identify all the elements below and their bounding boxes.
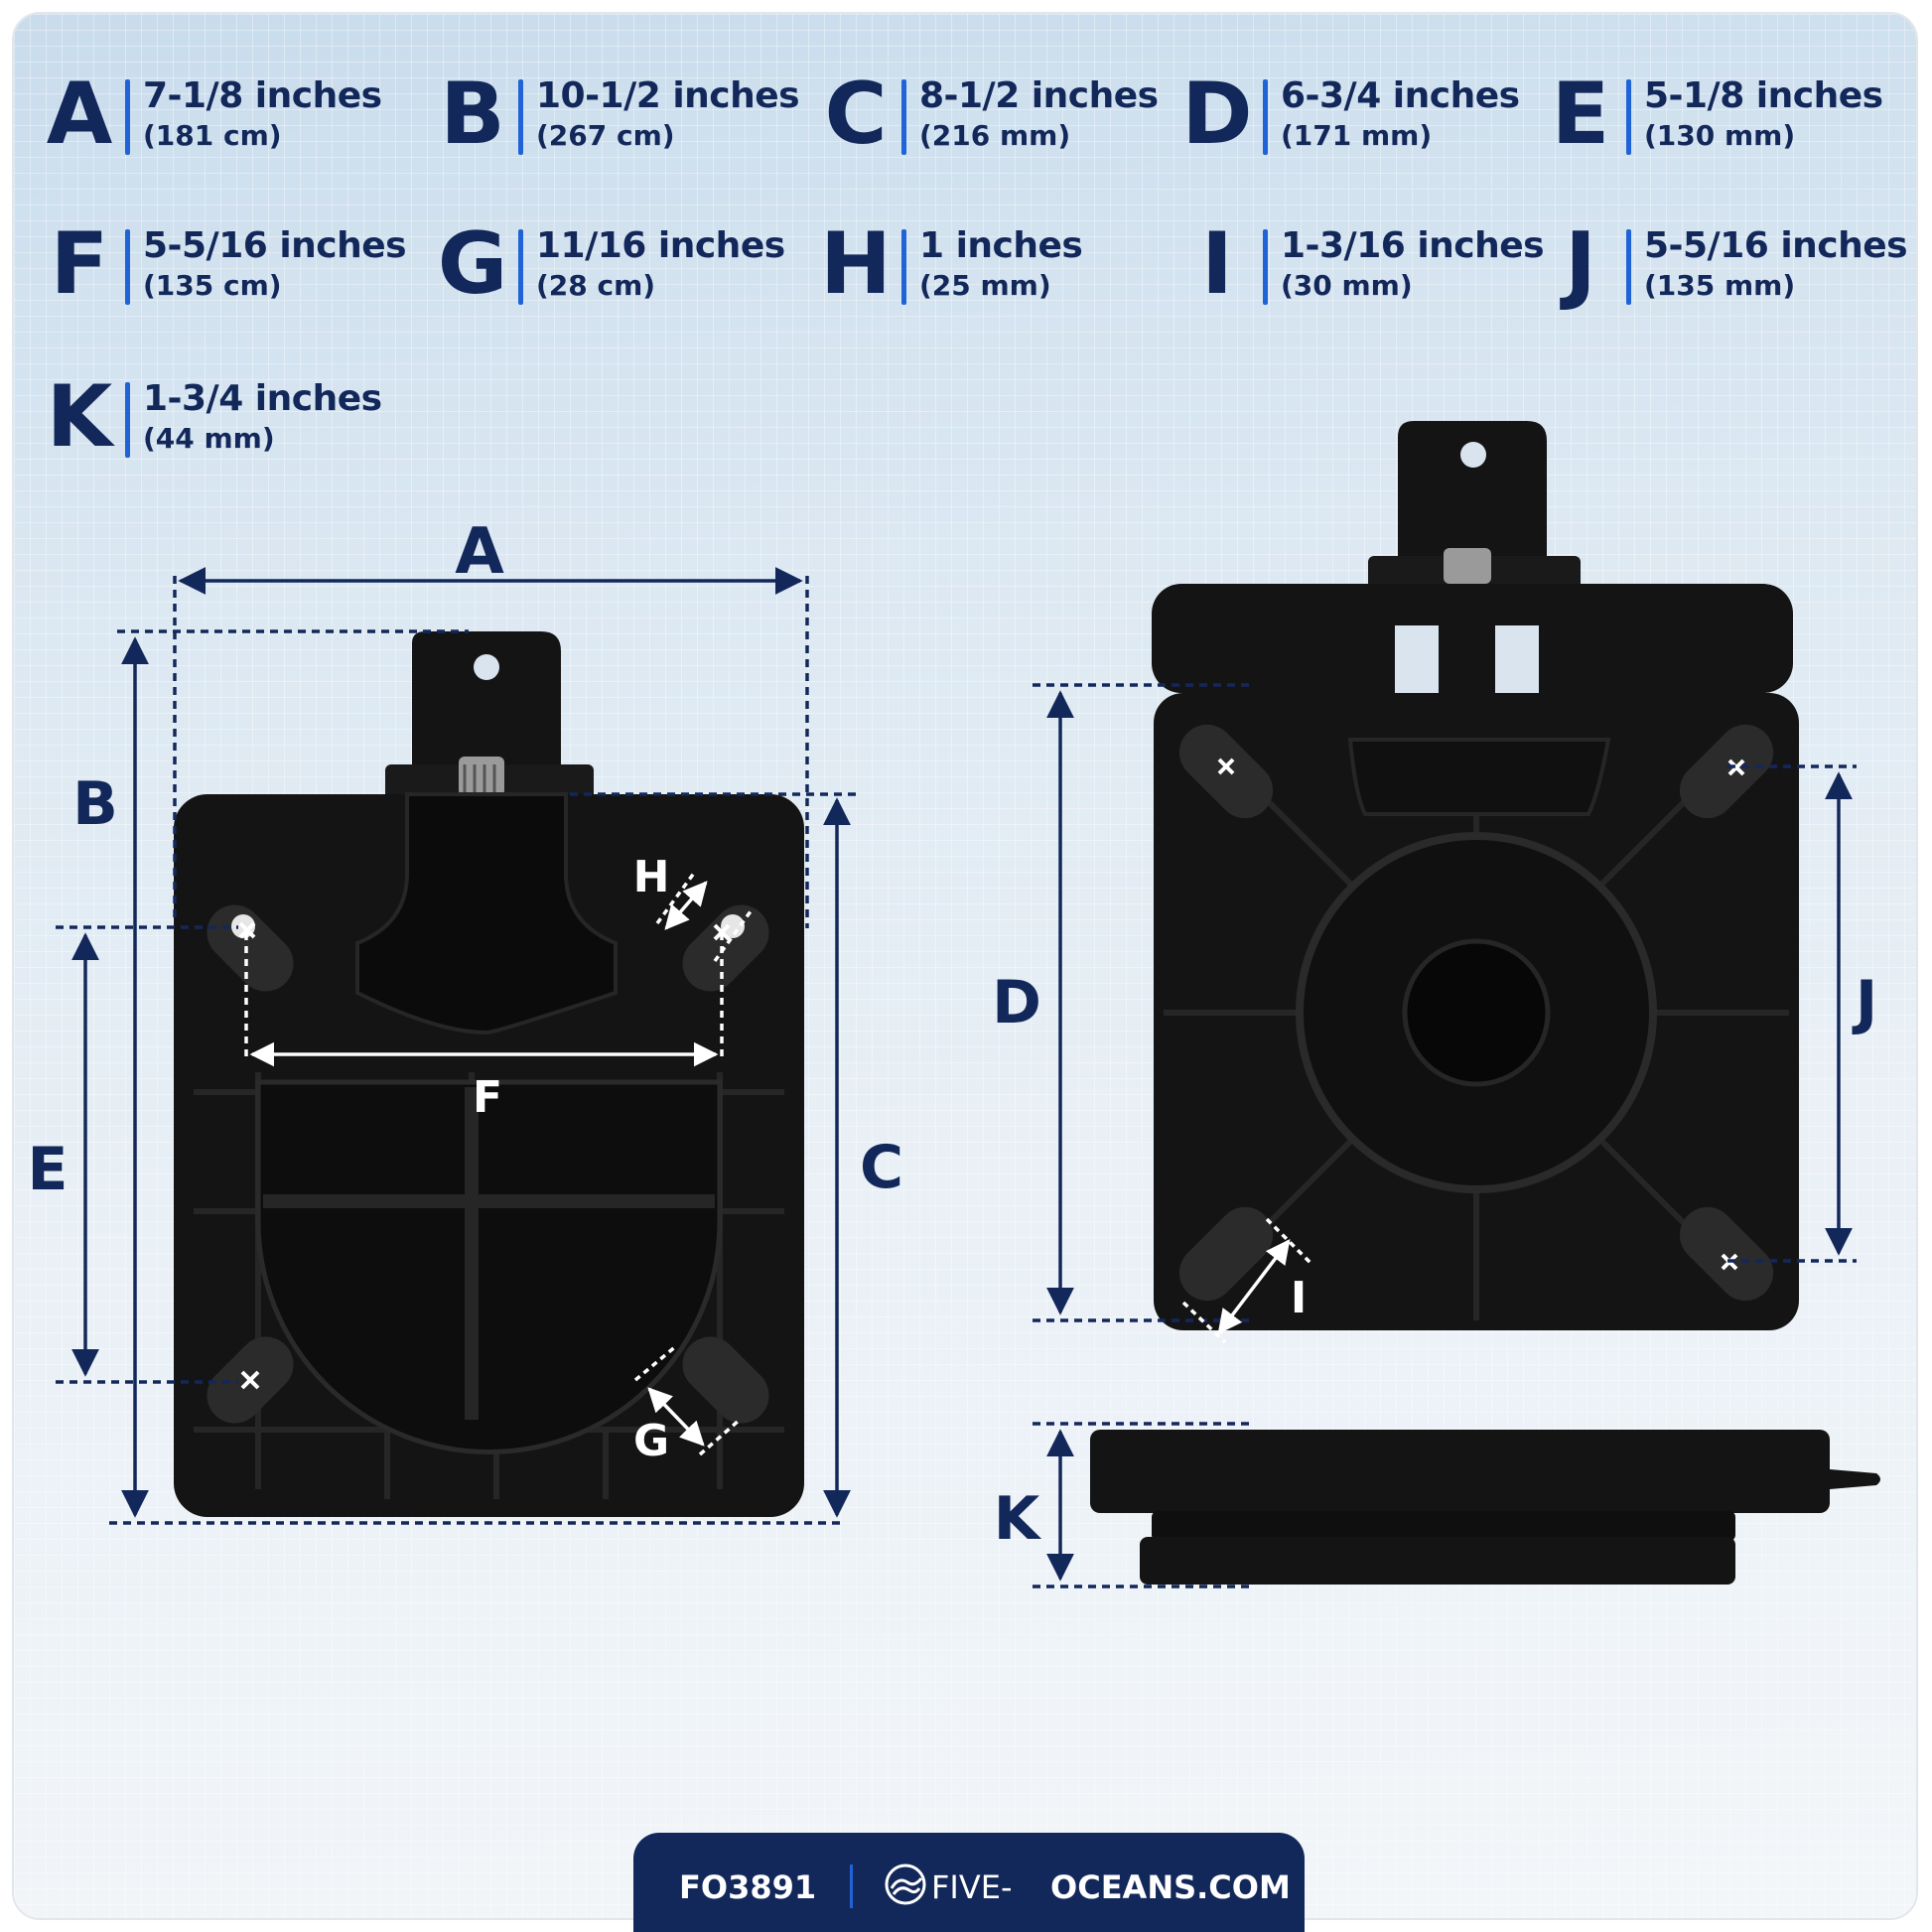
spec-value-imperial: 6-3/4 inches [1281, 75, 1520, 116]
spec-value-metric: (30 mm) [1281, 269, 1413, 302]
spec-value-imperial: 1-3/16 inches [1281, 225, 1545, 266]
dim-label-i: I [1291, 1273, 1307, 1323]
spec-letter: I [1201, 214, 1233, 314]
mounting-hole-x-icon [238, 921, 731, 1390]
spec-value-imperial: 5-5/16 inches [143, 225, 407, 266]
spec-value-metric: (44 mm) [143, 422, 275, 455]
spec-value-metric: (135 cm) [143, 269, 282, 302]
spec-divider [1263, 229, 1268, 305]
spec-divider [125, 382, 130, 458]
tab-hole [474, 654, 499, 680]
spec-value-metric: (130 mm) [1644, 119, 1796, 152]
spec-value-imperial: 1-3/4 inches [143, 378, 382, 419]
spec-divider [125, 79, 130, 155]
mounting-hole-x-icon [1217, 758, 1745, 1271]
spec-letter: J [1565, 214, 1596, 314]
swivel-center [1402, 938, 1551, 1087]
right-white-dimensions [1181, 1217, 1312, 1344]
spec-letter: K [46, 367, 113, 467]
dim-i-line [1217, 1239, 1291, 1334]
dim-label-f: F [473, 1072, 502, 1123]
latch-arm [355, 792, 618, 1035]
spec-letter: G [437, 214, 508, 314]
spec-letter: F [50, 214, 109, 314]
spec-value-imperial: 11/16 inches [536, 225, 785, 266]
right-mount-plate [1152, 421, 1799, 1330]
tab-hole [1460, 442, 1486, 468]
spec-value-metric: (25 mm) [919, 269, 1051, 302]
spec-value-imperial: 1 inches [919, 225, 1083, 266]
spec-value-metric: (171 mm) [1281, 119, 1433, 152]
spec-value-metric: (28 cm) [536, 269, 656, 302]
dim-g-line [647, 1387, 705, 1447]
dim-label-g: G [633, 1416, 669, 1466]
dim-label-b: B [72, 769, 118, 839]
spec-value-metric: (135 mm) [1644, 269, 1796, 302]
spec-value-metric: (216 mm) [919, 119, 1071, 152]
spec-value-metric: (267 cm) [536, 119, 675, 152]
mount-slot [682, 1336, 769, 1424]
product-code: FO3891 [679, 1868, 817, 1906]
footer-divider [850, 1864, 853, 1908]
spec-divider [1626, 79, 1631, 155]
website-domain: OCEANS.COM [1050, 1868, 1291, 1906]
side-bottom-plate [1140, 1537, 1735, 1585]
swivel-area [255, 1079, 723, 1454]
mount-slot [1178, 724, 1274, 819]
hinge-spring [1444, 548, 1491, 584]
spec-letter: D [1181, 65, 1253, 164]
spec-value-imperial: 7-1/8 inches [143, 75, 382, 116]
spec-letter: B [440, 65, 505, 164]
spec-value-metric: (181 cm) [143, 119, 282, 152]
spec-value-imperial: 8-1/2 inches [919, 75, 1159, 116]
spec-divider [901, 229, 906, 305]
mount-slot [1679, 724, 1774, 819]
side-view-plate [1090, 1430, 1880, 1585]
five-oceans-logo-icon [885, 1863, 926, 1905]
dim-label-h: H [633, 852, 670, 902]
mount-slot [1679, 1206, 1774, 1302]
spec-divider [1263, 79, 1268, 155]
spec-value-imperial: 5-1/8 inches [1644, 75, 1883, 116]
left-white-dimensions [244, 870, 753, 1456]
right-extension-lines [1033, 683, 1857, 1588]
dim-h-line [664, 881, 708, 930]
latch-tab [412, 631, 561, 774]
left-extension-lines [56, 576, 856, 1525]
dim-label-k: K [994, 1484, 1042, 1554]
spec-divider [125, 229, 130, 305]
spec-letter: C [824, 65, 888, 164]
plate-back-body [1152, 584, 1793, 693]
latch-tab [1398, 421, 1547, 571]
website-prefix: FIVE- [931, 1868, 1013, 1906]
dim-label-a: A [455, 515, 504, 589]
spec-letter: E [1551, 65, 1610, 164]
dim-label-c: C [860, 1133, 903, 1202]
spec-divider [1626, 229, 1631, 305]
footer-bar: FO3891 FIVE- OCEANS.COM [633, 1833, 1305, 1932]
dim-label-d: D [992, 968, 1041, 1037]
spec-divider [901, 79, 906, 155]
spec-letter: H [820, 214, 892, 314]
spec-letter: A [46, 65, 113, 164]
side-top-plate [1090, 1430, 1830, 1513]
dim-label-j: J [1852, 968, 1877, 1037]
spec-value-imperial: 5-5/16 inches [1644, 225, 1908, 266]
right-dimension-arrows [1046, 690, 1853, 1582]
dim-label-e: E [28, 1135, 69, 1204]
spec-divider [518, 229, 523, 305]
spec-divider [518, 79, 523, 155]
left-dimension-arrows [71, 567, 851, 1518]
spec-value-imperial: 10-1/2 inches [536, 75, 800, 116]
